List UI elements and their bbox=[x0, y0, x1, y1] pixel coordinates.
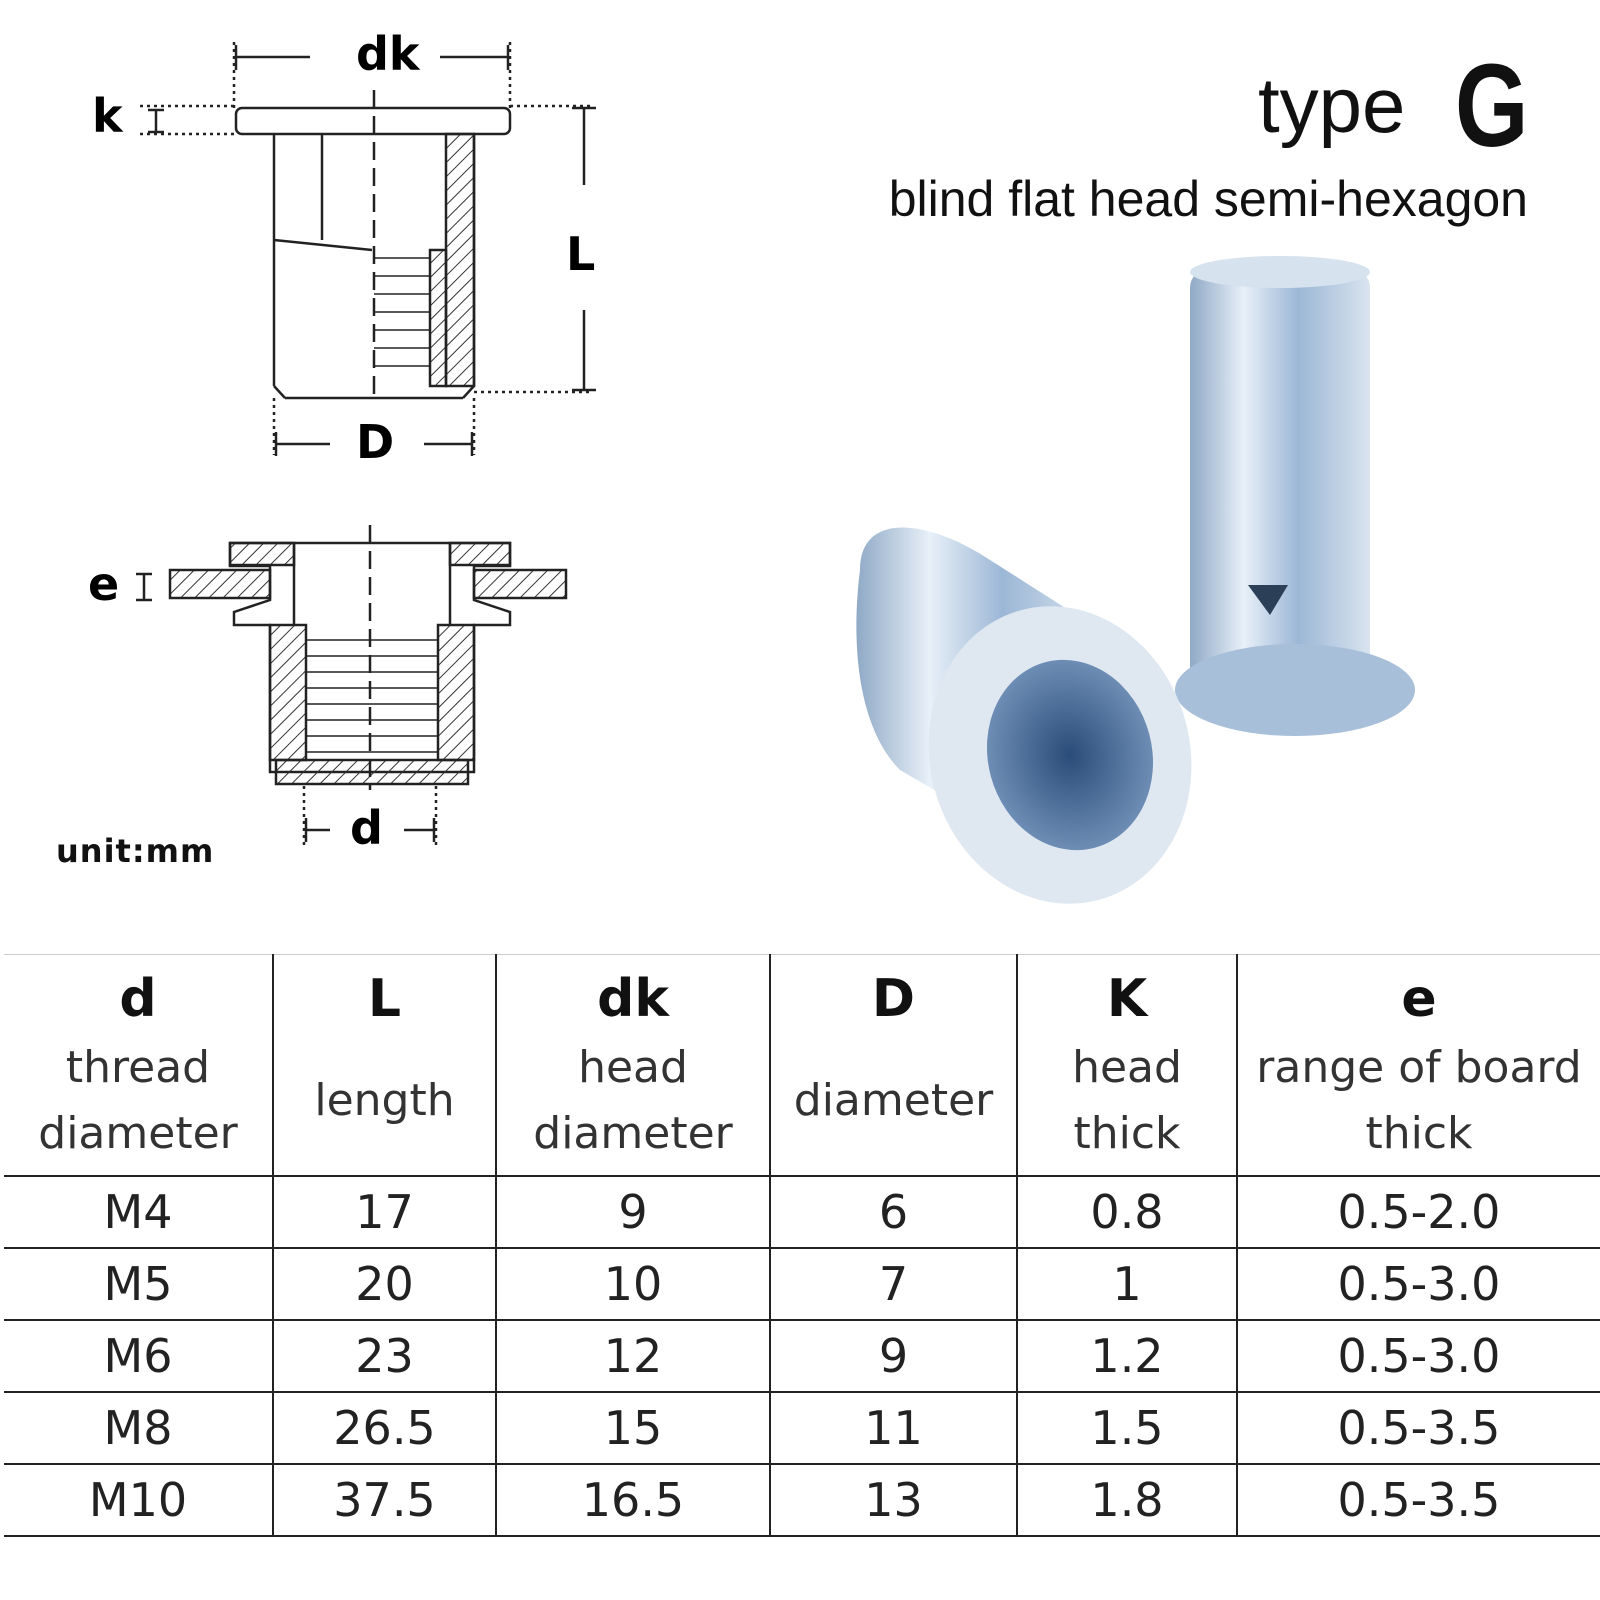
table-cell: 17 bbox=[272, 1175, 497, 1249]
table-cell: 0.5-3.5 bbox=[1236, 1463, 1600, 1537]
standing-rivet-nut-icon bbox=[1175, 256, 1415, 736]
table-cell: 16.5 bbox=[495, 1463, 771, 1537]
technical-drawing: dk k L D e d bbox=[88, 27, 596, 855]
table-cell: 0.5-3.0 bbox=[1236, 1319, 1600, 1393]
table-cell: M5 bbox=[4, 1247, 274, 1321]
table-cell: 9 bbox=[769, 1319, 1018, 1393]
title-type: type bbox=[1258, 61, 1406, 149]
unit-label: unit:mm bbox=[56, 832, 215, 870]
table-cell: M4 bbox=[4, 1175, 274, 1249]
table-cell: 0.5-2.0 bbox=[1236, 1175, 1600, 1249]
lying-rivet-nut-icon bbox=[856, 527, 1192, 904]
table-cell: 1.2 bbox=[1016, 1319, 1238, 1393]
dim-label-D: D bbox=[356, 415, 394, 469]
installed-section-view bbox=[136, 525, 568, 845]
table-cell: 9 bbox=[495, 1175, 771, 1249]
table-cell: M8 bbox=[4, 1391, 274, 1465]
table-cell: 1 bbox=[1016, 1247, 1238, 1321]
table-cell: 1.5 bbox=[1016, 1391, 1238, 1465]
table-cell: 10 bbox=[495, 1247, 771, 1321]
table-cell: 13 bbox=[769, 1463, 1018, 1537]
table-cell: 0.5-3.5 bbox=[1236, 1391, 1600, 1465]
side-view bbox=[140, 42, 596, 456]
table-cell: 1.8 bbox=[1016, 1463, 1238, 1537]
dim-label-L: L bbox=[566, 227, 595, 281]
subtitle: blind flat head semi-hexagon bbox=[888, 171, 1528, 227]
dim-label-e: e bbox=[88, 557, 119, 611]
table-cell: 7 bbox=[769, 1247, 1018, 1321]
table-cell: 12 bbox=[495, 1319, 771, 1393]
table-cell: 15 bbox=[495, 1391, 771, 1465]
product-photo-rivet-nuts bbox=[856, 256, 1415, 904]
table-cell: 20 bbox=[272, 1247, 497, 1321]
title-type-letter: G bbox=[1455, 40, 1529, 172]
dim-label-dk: dk bbox=[356, 27, 421, 81]
table-cell: 6 bbox=[769, 1175, 1018, 1249]
table-cell: 0.8 bbox=[1016, 1175, 1238, 1249]
table-cell: 0.5-3.0 bbox=[1236, 1247, 1600, 1321]
table-cell: 11 bbox=[769, 1391, 1018, 1465]
table-cell: 37.5 bbox=[272, 1463, 497, 1537]
table-cell: M10 bbox=[4, 1463, 274, 1537]
dim-label-d: d bbox=[350, 801, 383, 855]
table-cell: 23 bbox=[272, 1319, 497, 1393]
table-cell: 26.5 bbox=[272, 1391, 497, 1465]
dim-label-k: k bbox=[92, 89, 124, 143]
table-cell: M6 bbox=[4, 1319, 274, 1393]
